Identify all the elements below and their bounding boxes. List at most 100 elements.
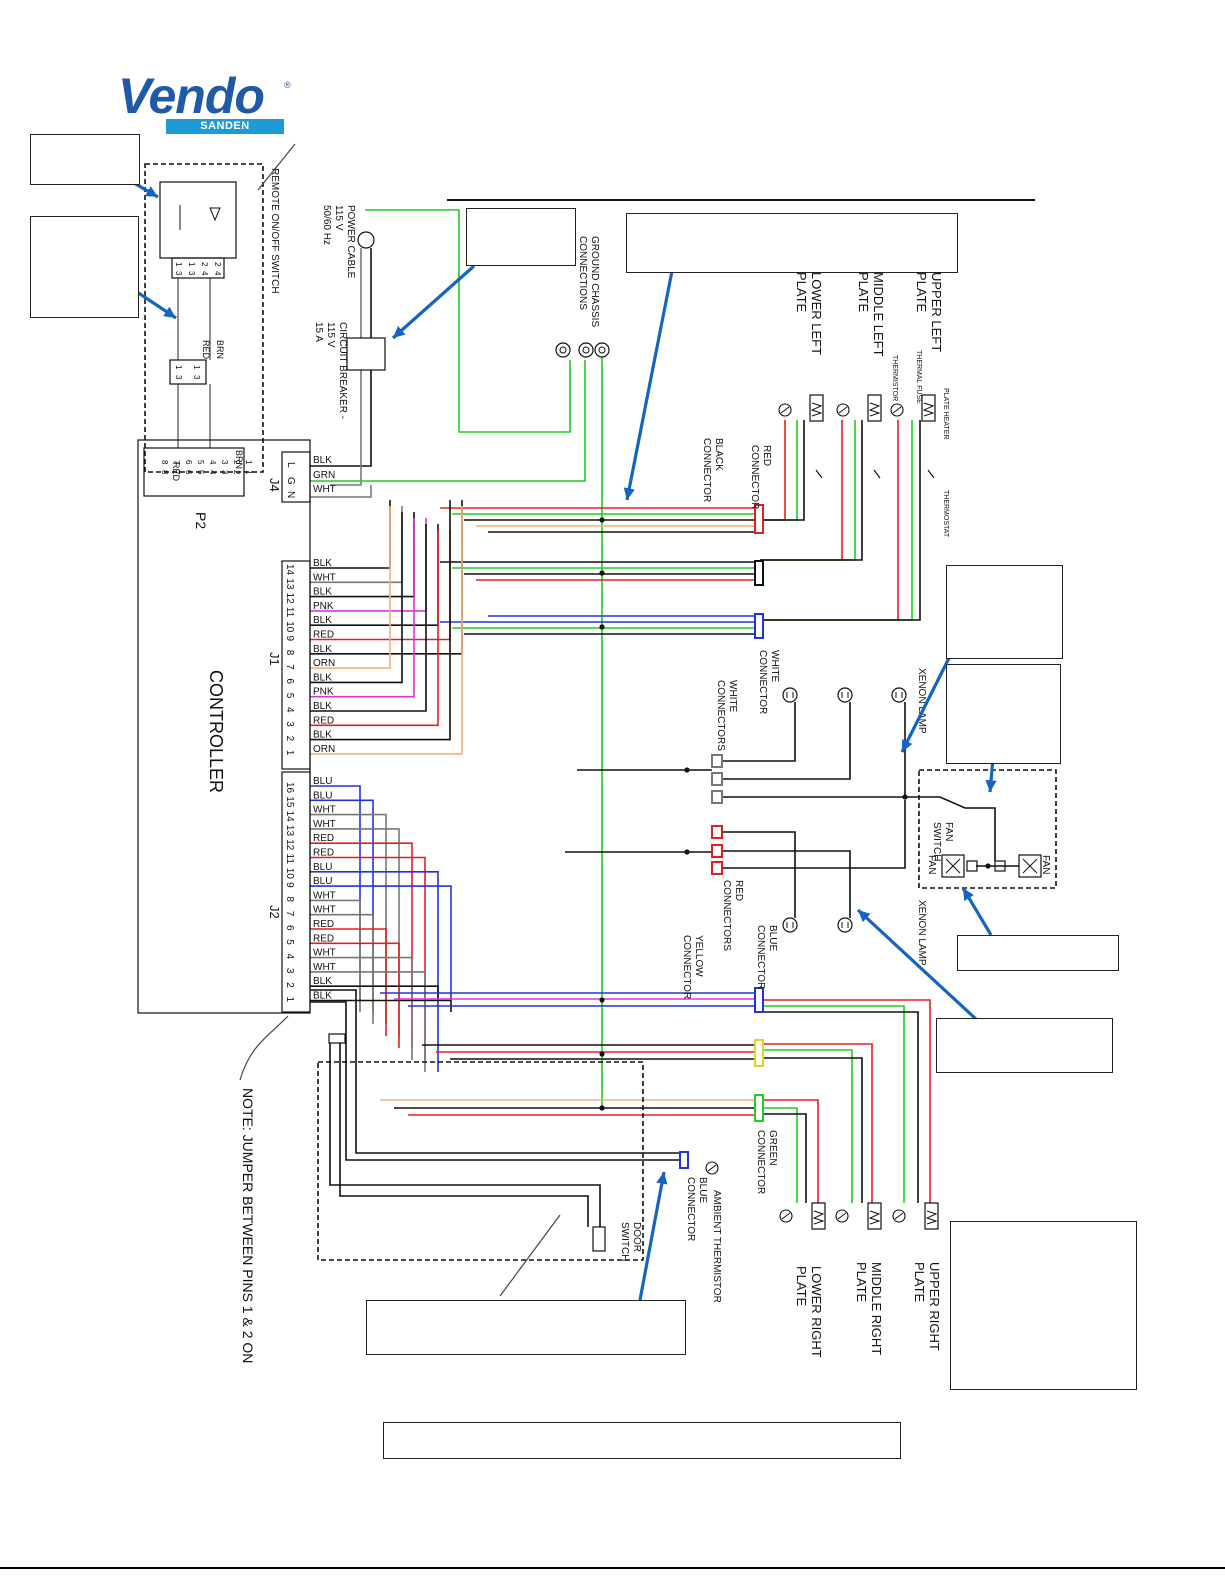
harness-pin-2: 3: [174, 375, 183, 380]
ambient-thermistor-label: AMBIENT THERMISTOR: [711, 1190, 722, 1303]
p2-brn-label: BRN: [234, 450, 244, 469]
lower-left-plate-heater-body: [809, 394, 824, 422]
lower-left-thermostat: [815, 469, 823, 479]
fan-switch-label-line-0: FAN: [943, 822, 954, 841]
j2-wire-label-1: BLK: [313, 991, 332, 1002]
middle-right-plate-label-line-1: PLATE: [854, 1262, 869, 1303]
j2-pin-7: 7: [284, 911, 295, 917]
bottom-middle-wire-2: [763, 1057, 863, 1203]
plate-heater-label: PLATE HEATER: [942, 388, 949, 439]
arrow-chassis-ground-head: [623, 487, 635, 500]
j2-pin-15: 15: [284, 796, 295, 808]
xenon-lamp-lower-label: XENON LAMP: [916, 900, 927, 966]
j1-wire-6: [310, 512, 403, 684]
upper-right-thermistor: [892, 1209, 906, 1223]
lamp-wire-upper-2: [722, 702, 906, 798]
middle-left-thermistor: [836, 403, 850, 417]
j4-l-wire: [310, 370, 372, 467]
j1-pin-9: 9: [284, 636, 295, 642]
j1-wire-label-13: WHT: [313, 572, 336, 583]
switch-pin-5: 3: [187, 271, 196, 276]
middle-left-plate-label-line-1: PLATE: [856, 272, 871, 313]
j1-wire-label-10: BLK: [313, 615, 332, 626]
j2-pin-9: 9: [284, 882, 295, 888]
j4-wire-label-L: BLK: [313, 455, 332, 466]
j2-pin-14: 14: [284, 811, 295, 823]
j4-wire-label-N: WHT: [313, 484, 336, 495]
lower-left-thermistor: [778, 403, 792, 417]
upper-right-thermistor-slash: [894, 1212, 904, 1220]
j1-connector-block: [281, 560, 311, 770]
fan-switch-wire: [905, 796, 996, 861]
j1-wire-12: [310, 512, 415, 598]
arrow-xenon-top-head: [902, 739, 913, 752]
white-connector-1: [711, 772, 723, 786]
j2-label: J2: [267, 905, 282, 919]
lamp-wire-lower-0: [722, 831, 796, 918]
blue-connector-mid-label-line-0: BLUE: [767, 925, 778, 951]
j1-wire-label-8: BLK: [313, 644, 332, 655]
j2-pin-4: 4: [284, 954, 295, 960]
j4-pin-N: N: [285, 491, 296, 498]
lower-right-plate-label-line-0: LOWER RIGHT: [809, 1266, 824, 1358]
remote-switch-pin-block: [171, 257, 225, 279]
lamp-junction-a: [684, 767, 690, 773]
j1-wire-label-7: ORN: [313, 658, 335, 669]
middle-left-thermistor-slash: [838, 406, 848, 414]
thermistor-label: THERMISTOR: [891, 355, 898, 401]
thermal-fuse-label: THERMAL FUSE: [915, 350, 922, 404]
bottom-upper-wire-1: [763, 1005, 905, 1203]
callout-box-remote-switch: [30, 134, 140, 185]
circuit-breaker-body: [346, 337, 386, 371]
circuit-breaker-label-line-0: CIRCUIT BREAKER -: [337, 322, 348, 419]
remote-switch-diode: [209, 207, 221, 222]
lower-right-plate-heater-body: [811, 1202, 826, 1230]
j2-wire-label-10: BLU: [313, 862, 332, 873]
circuit-breaker-label-line-2: 15 A: [313, 322, 324, 342]
j1-wire-1: [310, 506, 463, 755]
j2-pin-10: 10: [284, 868, 295, 880]
red-connectors-label-line-0: RED: [733, 880, 744, 901]
ground-terminal-inner-1: [582, 346, 590, 354]
blue-connector-low-label-line-1: CONNECTOR: [685, 1177, 696, 1241]
upper-left-plate-heater-body: [921, 394, 936, 422]
lamp-junction-c: [902, 794, 908, 800]
j1-wire-3: [310, 530, 439, 727]
switch-pin-6: 4: [200, 271, 209, 276]
note-leader: [239, 1015, 289, 1081]
j2-wire-11: [310, 856, 426, 1060]
blue-connector-mid-label-line-1: CONNECTOR: [755, 925, 766, 989]
door-switch-wire-b: [339, 1043, 589, 1227]
wires-layer: [177, 209, 1019, 1227]
ground-terminal-2: [594, 342, 610, 358]
ambient-wire-b: [310, 989, 680, 1154]
j1-pin-2: 2: [284, 736, 295, 742]
j1-pin-3: 3: [284, 721, 295, 727]
red-connector-top: [754, 504, 764, 534]
lower-left-plate-heater-zigzag: [810, 402, 823, 417]
bottom-lower-wire-0: [763, 1099, 819, 1203]
j1-pin-4: 4: [284, 707, 295, 713]
fan-switch-label-line-1: SWITCH: [931, 822, 942, 861]
yellow-connector-label-line-1: CONNECTOR: [681, 935, 692, 999]
lower-right-plate-label-line-1: PLATE: [794, 1266, 809, 1307]
ambient-thermistor-slash: [707, 1164, 717, 1172]
ambient-thermistor: [705, 1161, 719, 1175]
black-connector-label-line-1: CONNECTOR: [701, 438, 712, 502]
components-layer: [137, 143, 1057, 1297]
bottom-upper-wire-0: [763, 999, 931, 1203]
j2-pin-11: 11: [284, 854, 295, 865]
middle-right-plate-label-line-0: MIDDLE RIGHT: [869, 1262, 884, 1355]
door-switch-leader: [499, 1214, 561, 1297]
door-switch-wire-a: [329, 1043, 601, 1227]
blue-connector-low-label-line-0: BLUE: [697, 1177, 708, 1203]
upper-left-plate-heater-zigzag: [922, 402, 935, 417]
p2-pin-label-2-0: 3: [220, 460, 229, 465]
j2-connector-block: [281, 771, 311, 1013]
j4-g-ground-wire: [310, 360, 586, 482]
top-plate-middle-wire-0: [760, 420, 843, 561]
jumper-note: NOTE: JUMPER BETWEEN PINS 1 & 2 ON: [240, 1088, 256, 1363]
j4-n-feed: [330, 370, 362, 486]
j1-wire-label-6: BLK: [313, 672, 332, 683]
